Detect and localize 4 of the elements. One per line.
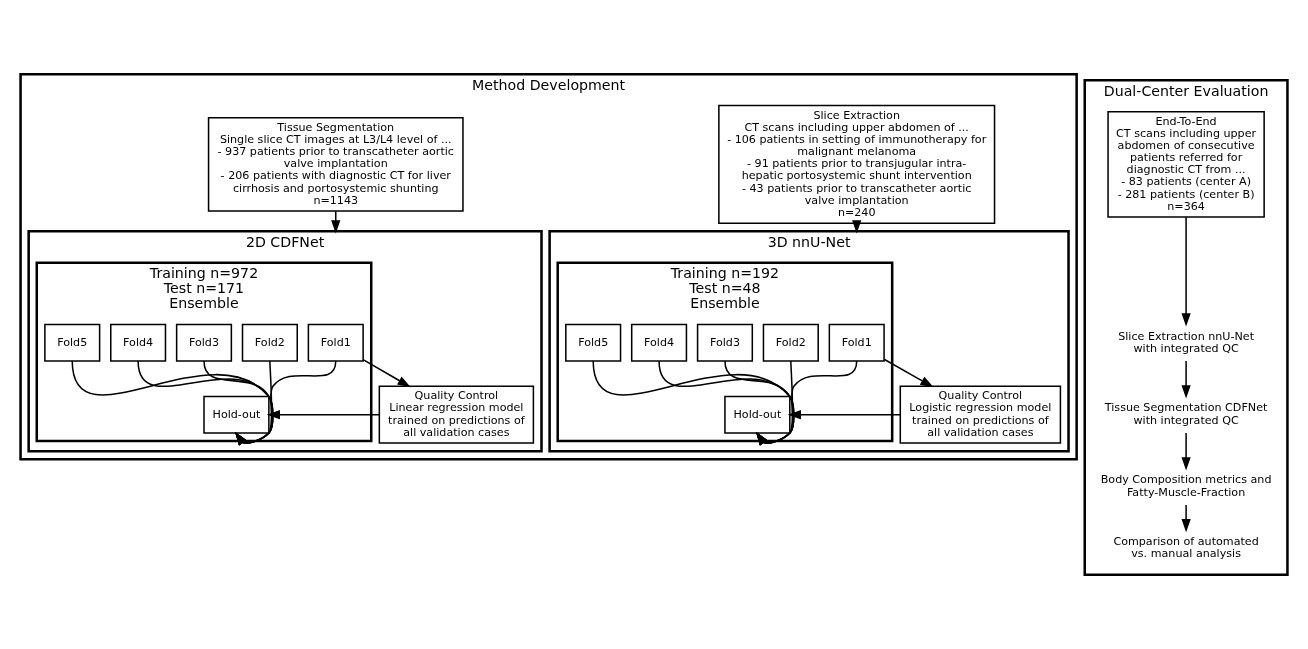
node-text: Slice Extraction nnU-Net with integrated QC — [1118, 329, 1255, 355]
node-text: Comparison of automated vs. manual analysis — [1113, 535, 1259, 561]
node-text: Tissue Segmentation CDFNet with integrated QC — [1104, 401, 1268, 427]
node-text: Body Composition metrics and Fatty-Muscle-Fraction — [1100, 473, 1272, 499]
